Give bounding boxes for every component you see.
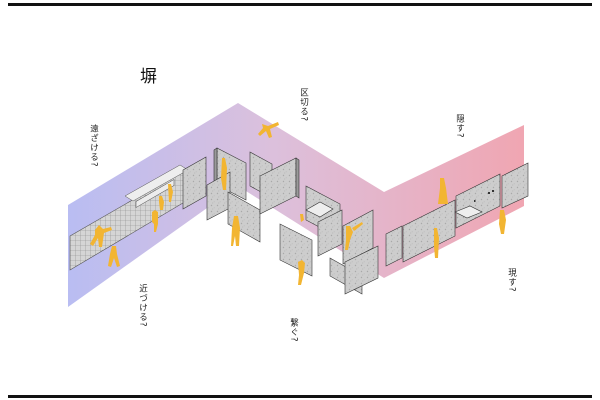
- label-arawasu: 現す?: [506, 268, 517, 293]
- figures: [90, 122, 506, 285]
- top-rule: [8, 3, 592, 6]
- label-tozakeru: 遠ざける?: [88, 124, 99, 168]
- wall-marks: [474, 190, 494, 202]
- label-chikazukeru: 近づける?: [137, 284, 148, 328]
- shelf-counter: [135, 179, 175, 208]
- diagram-title: 塀: [140, 67, 157, 87]
- label-kugiru: 区切る?: [298, 88, 309, 123]
- label-tsunagu: 繋ぐ?: [288, 318, 299, 343]
- label-kakusu: 隠す?: [454, 114, 465, 139]
- walls-right-zone: [385, 162, 529, 267]
- bottom-rule: [8, 395, 592, 398]
